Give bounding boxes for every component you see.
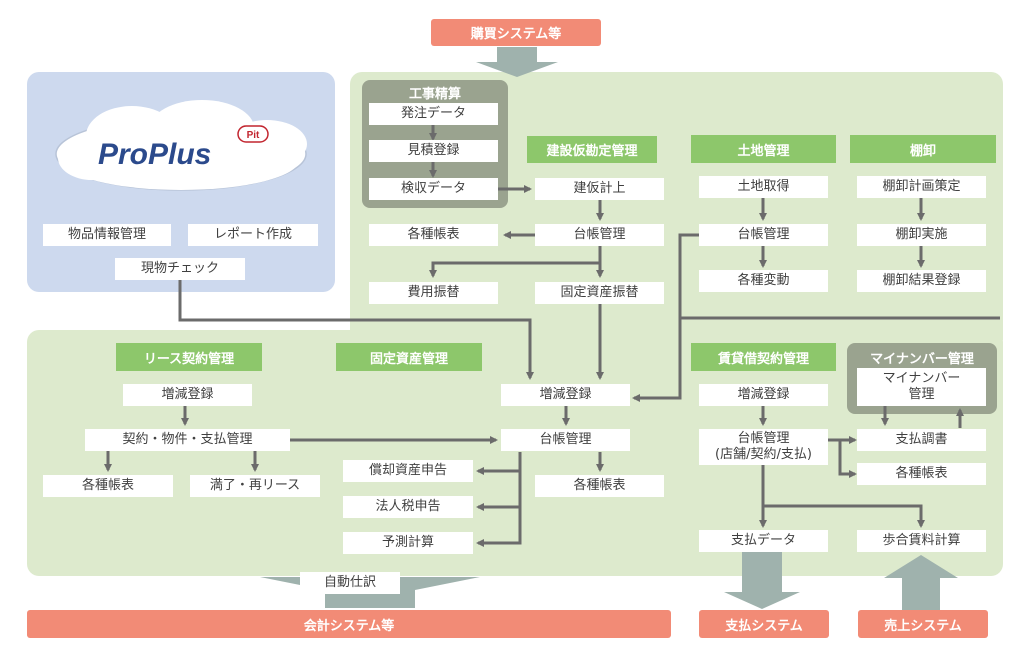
estimate-registration: 見積登録 (369, 140, 498, 162)
payment-report: 支払調書 (857, 429, 986, 451)
sales-system: 売上システム (858, 610, 988, 638)
lease-expiry-release: 満了・再リース (190, 475, 320, 497)
inventory-execution: 棚卸実施 (857, 224, 986, 246)
fixed-asset-reports: 各種帳表 (535, 475, 664, 497)
purchase-system: 購買システム等 (431, 19, 601, 46)
cip-ledger: 台帳管理 (535, 224, 664, 246)
accounting-system: 会計システム等 (27, 610, 671, 638)
expense-transfer: 費用振替 (369, 282, 498, 304)
item-genbutsu-check: 現物チェック (115, 258, 245, 280)
fixed-asset-increase-decrease: 増減登録 (501, 384, 630, 406)
fixed-asset-ledger: 台帳管理 (501, 429, 630, 451)
proplus-logo: ProPlus Pit (52, 96, 310, 196)
rental-title: 賃貸借契約管理 (691, 343, 836, 371)
depreciable-asset-declaration: 償却資産申告 (343, 460, 473, 482)
land-changes: 各種変動 (699, 270, 828, 292)
inventory-plan: 棚卸計画策定 (857, 176, 986, 198)
forecast-calculation: 予測計算 (343, 532, 473, 554)
rental-ledger: 台帳管理 (店舗/契約/支払) (699, 429, 828, 465)
item-report: レポート作成 (188, 224, 318, 246)
payment-data: 支払データ (699, 530, 828, 552)
rental-reports: 各種帳表 (857, 463, 986, 485)
auto-journal: 自動仕訳 (300, 572, 400, 594)
land-ledger: 台帳管理 (699, 224, 828, 246)
payment-system: 支払システム (699, 610, 829, 638)
cip-title: 建設仮勘定管理 (527, 136, 657, 163)
lease-reports: 各種帳表 (43, 475, 173, 497)
mynumber-management: マイナンバー 管理 (857, 368, 986, 406)
lease-increase-decrease: 増減登録 (123, 384, 252, 406)
proplus-logo-badge: Pit (247, 130, 260, 141)
inventory-title: 棚卸 (850, 135, 996, 163)
item-asset-info: 物品情報管理 (43, 224, 171, 246)
rental-increase-decrease: 増減登録 (699, 384, 828, 406)
lease-contract-management: 契約・物件・支払管理 (85, 429, 290, 451)
cip-recording: 建仮計上 (535, 178, 664, 200)
cip-reports: 各種帳表 (369, 224, 498, 246)
inspection-data: 検収データ (369, 178, 498, 200)
proplus-logo-text: ProPlus (98, 138, 211, 171)
inventory-result: 棚卸結果登録 (857, 270, 986, 292)
panel-join (350, 300, 1003, 340)
percentage-rent-calculation: 歩合賃料計算 (857, 530, 986, 552)
construction-estimate-title: 工事精算 (408, 87, 461, 102)
corporate-tax-declaration: 法人税申告 (343, 496, 473, 518)
order-data: 発注データ (369, 103, 498, 125)
land-acquisition: 土地取得 (699, 176, 828, 198)
lease-title: リース契約管理 (116, 343, 262, 371)
fixed-asset-title: 固定資産管理 (336, 343, 482, 371)
land-title: 土地管理 (691, 135, 836, 163)
mynumber-title: マイナンバー管理 (870, 352, 974, 367)
cip-transfer: 固定資産振替 (535, 282, 664, 304)
